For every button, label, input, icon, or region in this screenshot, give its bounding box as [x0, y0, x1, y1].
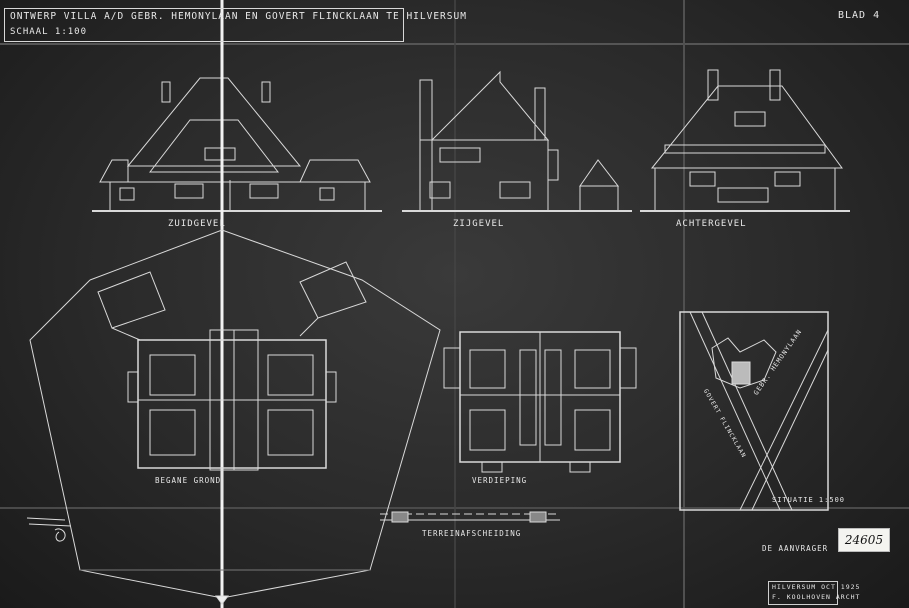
catalog-number-tag: 24605	[838, 528, 890, 552]
plan-label-upper: VERDIEPING	[472, 476, 528, 485]
fence-section-label: TERREINAFSCHEIDING	[422, 529, 522, 538]
applicant-label: DE AANVRAGER	[762, 544, 829, 553]
title-frame	[4, 8, 404, 42]
architect-stamp-frame	[768, 581, 838, 605]
south-elevation-drawing	[92, 77, 382, 212]
elevation-label-rear: ACHTERGEVEL	[676, 219, 747, 229]
architect-line-1: HILVERSUM OCT 1925	[772, 583, 861, 591]
elevation-label-side: ZIJGEVEL	[453, 219, 505, 229]
elevation-label-south: ZUIDGEVEL	[168, 219, 226, 229]
fence-section-drawing	[380, 511, 560, 523]
rear-elevation-drawing	[640, 69, 850, 212]
site-plan	[679, 311, 829, 511]
side-elevation-drawing	[402, 70, 632, 212]
drawing-title: ONTWERP VILLA A/D GEBR. HEMONYLAAN EN GO…	[10, 11, 467, 22]
site-plan-label: SITUATIE 1:500	[772, 496, 846, 504]
signature-stamp	[26, 517, 72, 542]
architect-line-2: F. KOOLHOVEN ARCHT	[772, 593, 861, 601]
drawing-scale: SCHAAL 1:100	[10, 27, 88, 37]
sheet-label: BLAD 4	[838, 10, 881, 21]
plan-label-ground: BEGANE GROND	[155, 476, 222, 485]
ground-floor-plan	[29, 229, 441, 605]
upper-floor-plan	[443, 331, 637, 473]
